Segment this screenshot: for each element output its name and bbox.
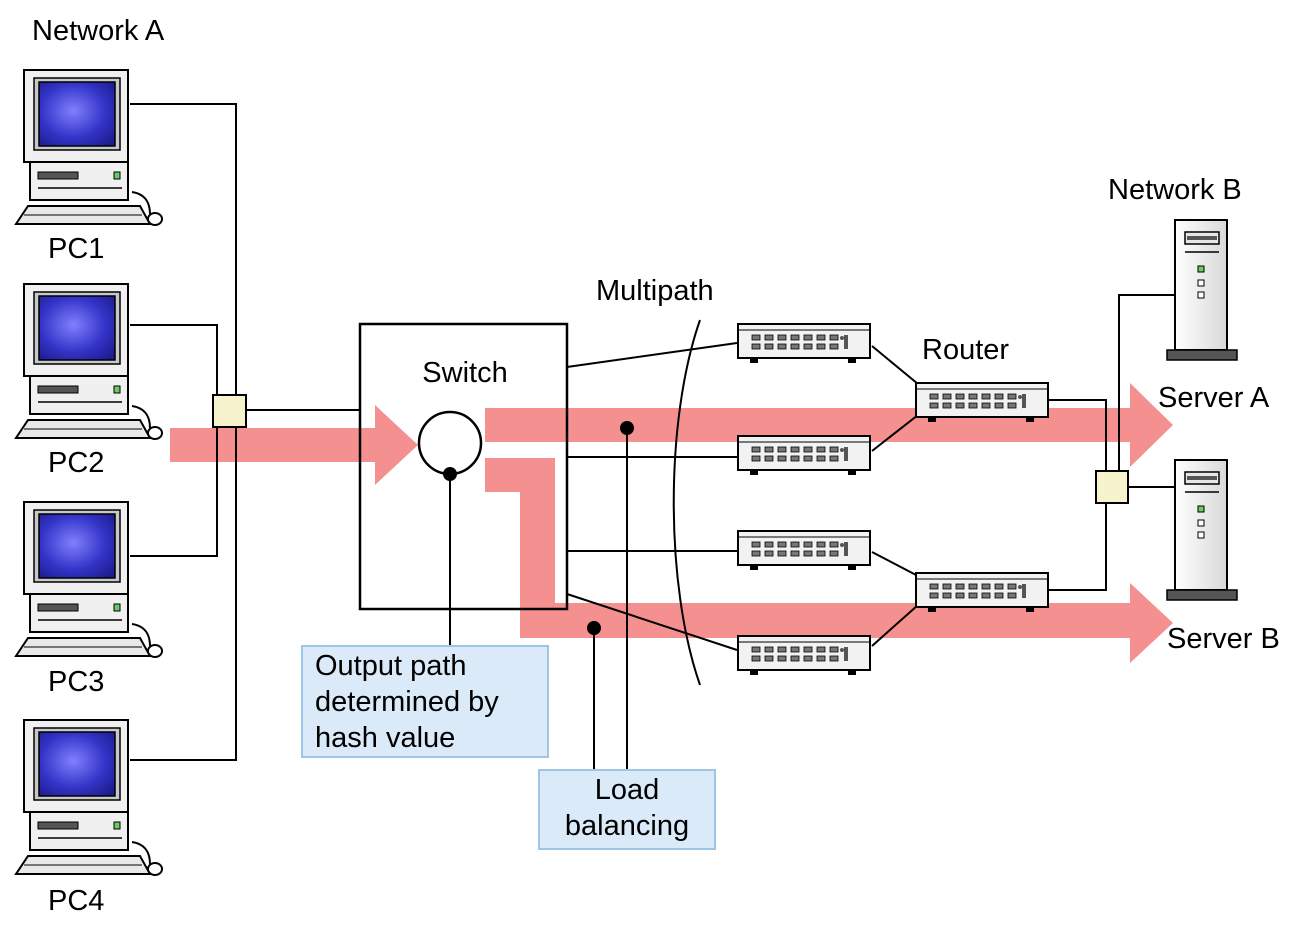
pc1-link — [130, 103, 237, 761]
pc3-computer-icon — [15, 501, 163, 658]
multipath-bracket-left — [672, 319, 701, 686]
pc4-computer-icon — [15, 719, 163, 876]
pc2-label: PC2 — [48, 447, 104, 479]
pc4-label: PC4 — [48, 885, 104, 917]
output-path-note-line-3: hash value — [315, 722, 456, 754]
lb-leader-dot-2 — [587, 621, 601, 635]
router-2-icon — [915, 572, 1049, 613]
server-b-label: Server B — [1167, 623, 1280, 655]
load-balancing-note-line-2: balancing — [564, 810, 690, 842]
flow-arrows — [170, 383, 1173, 663]
router1-to-hub-b — [1048, 399, 1107, 471]
device-3-icon — [737, 530, 871, 571]
server-a-icon — [1166, 219, 1238, 361]
switch-to-dev1 — [566, 342, 738, 368]
hash-leader-dot — [443, 467, 457, 481]
dev2-to-router1 — [871, 414, 919, 452]
device-2-icon — [737, 435, 871, 476]
router-label: Router — [922, 334, 1009, 366]
switch-label: Switch — [422, 357, 507, 389]
pc2-link — [130, 324, 218, 557]
device-4-icon — [737, 635, 871, 676]
callout-leaders — [443, 421, 634, 770]
hub-b-to-server-a — [1118, 294, 1177, 471]
dev4-to-router2 — [871, 604, 919, 647]
dev3-to-router2 — [871, 551, 919, 577]
flow-arrow-to-server-b — [485, 458, 1173, 663]
output-path-note-line-1: Output path — [315, 650, 467, 682]
connection-lines — [130, 103, 1177, 761]
load-balancing-note: Load balancing — [538, 769, 716, 850]
dev1-to-router1 — [871, 345, 919, 385]
device-1-icon — [737, 323, 871, 364]
output-path-note: Output path determined by hash value — [301, 645, 549, 758]
flow-arrow-to-server-a — [485, 383, 1173, 467]
lb-leader-dot-1 — [620, 421, 634, 435]
output-path-note-line-2: determined by — [315, 686, 499, 718]
router-1-icon — [915, 382, 1049, 423]
switch-box — [358, 322, 569, 611]
hub-network-a — [212, 394, 247, 428]
switch-to-dev4 — [566, 593, 738, 651]
hub-network-b — [1095, 470, 1129, 504]
pc3-label: PC3 — [48, 666, 104, 698]
pc1-label: PC1 — [48, 233, 104, 265]
load-balancing-note-line-1: Load — [594, 774, 660, 806]
server-b-icon — [1166, 459, 1238, 601]
flow-arrow-into-switch — [170, 405, 418, 485]
network-b-title: Network B — [1108, 174, 1242, 206]
pc1-computer-icon — [15, 69, 163, 226]
network-a-title: Network A — [32, 15, 165, 47]
pc2-computer-icon — [15, 283, 163, 440]
server-a-label: Server A — [1158, 382, 1270, 414]
router2-to-hub-b — [1048, 503, 1107, 591]
switch: Switch — [358, 322, 569, 611]
multipath-label: Multipath — [596, 275, 714, 307]
hash-function-circle — [417, 410, 483, 476]
